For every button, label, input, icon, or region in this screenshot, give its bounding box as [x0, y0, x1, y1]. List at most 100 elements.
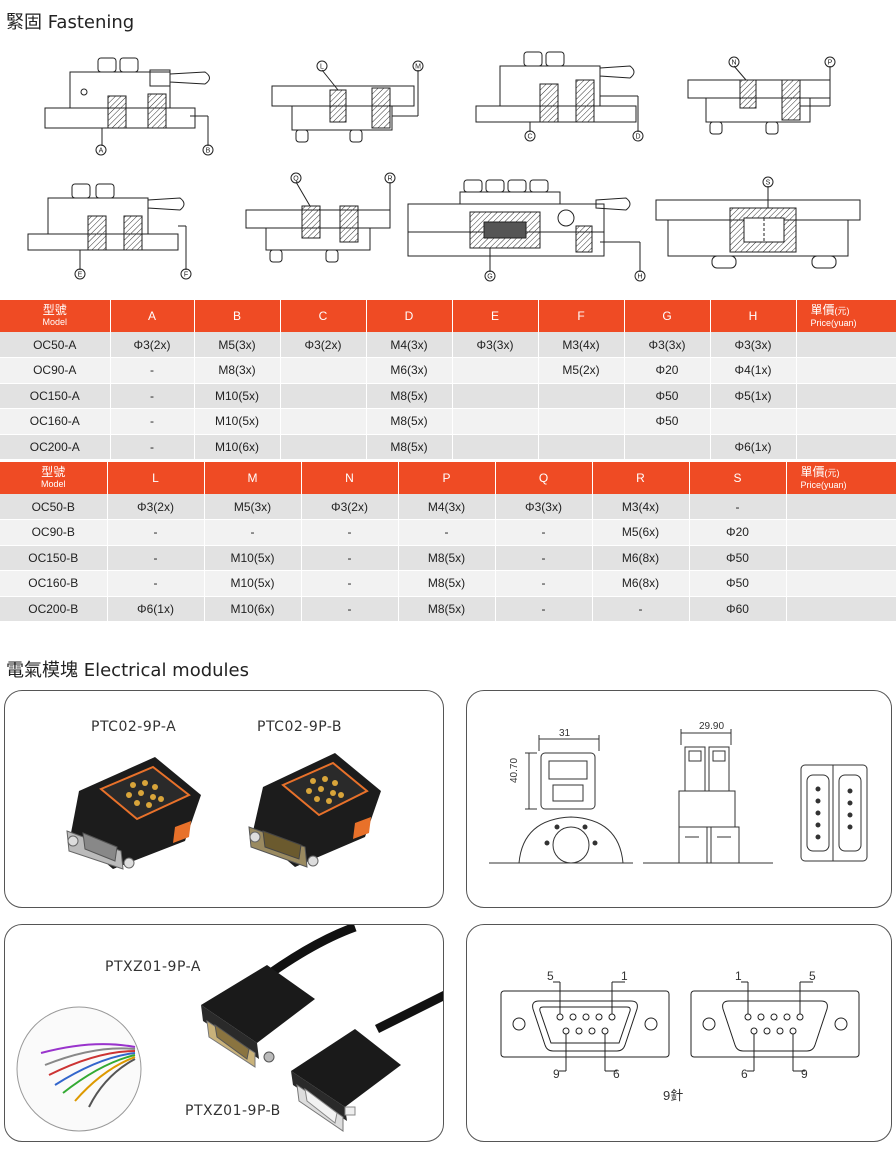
callout-labels: A B L M C D N P E F Q R G H S: [78, 60, 833, 281]
drawing-n-p: [687, 65, 831, 135]
drawing-q-r: [245, 181, 391, 263]
value-cell: Φ6(1x): [710, 434, 797, 460]
value-cell: M10(6x): [204, 596, 302, 622]
price-cell: [786, 596, 896, 622]
value-cell: -: [107, 545, 205, 571]
value-cell: -: [301, 519, 399, 546]
value-cell: -: [204, 519, 302, 546]
value-cell: [280, 434, 367, 460]
value-cell: M10(5x): [194, 408, 281, 435]
pin-caption: 9針: [663, 1088, 684, 1103]
price-header: 單價(元)Price(yuan): [786, 462, 896, 494]
value-cell: -: [107, 570, 205, 597]
callout-q: Q: [293, 176, 299, 183]
value-cell: Φ4(1x): [710, 357, 797, 384]
table-row: OC150-B-M10(5x)-M8(5x)-M6(8x)Φ50: [0, 545, 896, 571]
value-cell: M3(4x): [592, 494, 690, 520]
value-cell: [538, 408, 625, 435]
callout-e: E: [78, 272, 83, 279]
value-cell: Φ50: [624, 383, 711, 409]
col-header: R: [592, 462, 690, 494]
value-cell: M8(5x): [366, 434, 453, 460]
col-header: M: [204, 462, 302, 494]
value-cell: M5(2x): [538, 357, 625, 384]
price-cell: [796, 383, 896, 409]
pin-label: 9: [801, 1067, 808, 1081]
value-cell: -: [301, 545, 399, 571]
value-cell: [452, 434, 539, 460]
table-row: OC200-A-M10(6x)M8(5x)Φ6(1x): [0, 434, 896, 460]
ptxz-a-label: PTXZ01-9P-A: [105, 959, 201, 975]
price-cell: [786, 494, 896, 520]
price-header: 單價(元)Price(yuan): [796, 300, 896, 332]
value-cell: [280, 357, 367, 384]
model-cell: OC90-A: [0, 357, 111, 384]
value-cell: -: [301, 570, 399, 597]
electrical-title: 電氣模塊 Electrical modules: [6, 660, 250, 681]
model-cell: OC160-A: [0, 408, 111, 435]
ptxz-cable-illustration: [16, 925, 443, 1132]
col-header: E: [452, 300, 539, 332]
value-cell: [452, 383, 539, 409]
ptxz-b-connector-icon: [291, 1029, 401, 1132]
ptxz-a-connector-icon: [201, 965, 315, 1068]
price-cell: [796, 434, 896, 460]
ptc-a-label: PTC02-9P-A: [91, 719, 177, 735]
value-cell: M10(6x): [194, 434, 281, 460]
model-cell: OC50-B: [0, 494, 108, 520]
callout-m: M: [415, 64, 421, 71]
dim-width-2990: 29.90: [699, 721, 725, 732]
male-pin-layout-icon: [500, 981, 670, 1072]
value-cell: Φ5(1x): [710, 383, 797, 409]
value-cell: M6(3x): [366, 357, 453, 384]
value-cell: Φ50: [624, 408, 711, 435]
callout-s: S: [766, 180, 771, 187]
pin-label: 6: [741, 1067, 748, 1081]
drawing-c-d: [475, 51, 639, 132]
price-cell: [796, 408, 896, 435]
value-cell: Φ50: [689, 570, 787, 597]
top-view-drawing: [800, 764, 868, 862]
value-cell: M3(4x): [538, 332, 625, 358]
value-cell: -: [110, 434, 195, 460]
value-cell: M5(6x): [592, 519, 690, 546]
value-cell: Φ60: [689, 596, 787, 622]
dim-width-31: 31: [559, 728, 571, 739]
value-cell: Φ3(3x): [624, 332, 711, 358]
col-header: F: [538, 300, 625, 332]
value-cell: -: [301, 596, 399, 622]
table-row: OC160-B-M10(5x)-M8(5x)-M6(8x)Φ50: [0, 570, 896, 597]
value-cell: Φ20: [689, 519, 787, 546]
value-cell: Φ3(2x): [301, 494, 399, 520]
col-header: S: [689, 462, 787, 494]
value-cell: -: [495, 570, 593, 597]
callout-b-circle: [202, 144, 214, 156]
pin-layout-illustration: [500, 981, 860, 1072]
col-header: D: [366, 300, 453, 332]
col-header: B: [194, 300, 281, 332]
callout-b: B: [206, 148, 211, 155]
ptxz-b-label: PTXZ01-9P-B: [185, 1103, 281, 1119]
callout-a: A: [99, 148, 104, 155]
value-cell: [538, 434, 625, 460]
price-cell: [786, 545, 896, 571]
pin-label: 9: [553, 1067, 560, 1081]
col-header: H: [710, 300, 797, 332]
value-cell: M6(8x): [592, 545, 690, 571]
pin-label: 5: [547, 969, 554, 983]
value-cell: -: [110, 383, 195, 409]
ptc-b-connector-icon: [248, 753, 381, 868]
price-cell: [786, 570, 896, 597]
value-cell: M8(5x): [398, 596, 496, 622]
value-cell: [452, 357, 539, 384]
value-cell: -: [398, 519, 496, 546]
pin-layout-panel: 5 1 9 6 1 5 6 9 9針: [466, 924, 892, 1142]
value-cell: Φ3(2x): [110, 332, 195, 358]
